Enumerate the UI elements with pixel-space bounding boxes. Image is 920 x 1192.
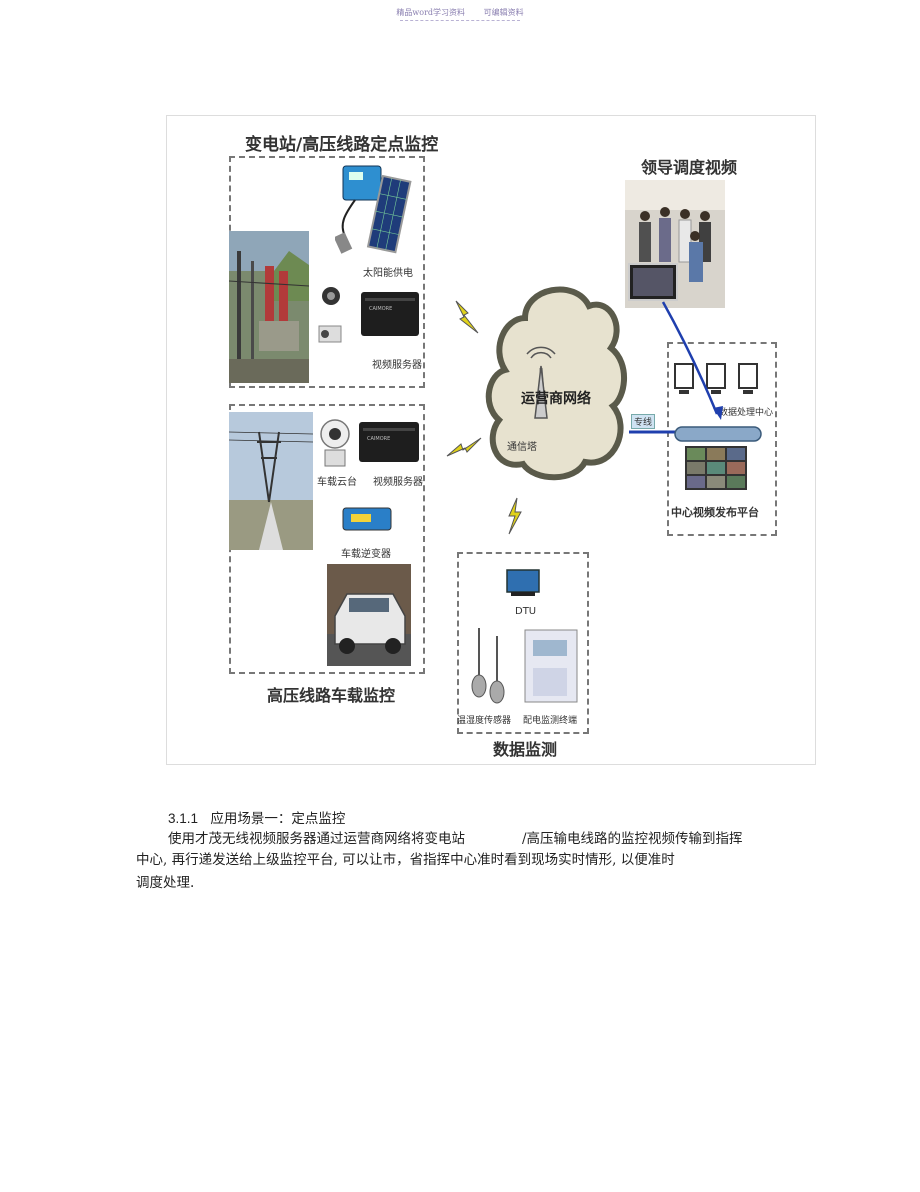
paragraph-line-2: 中心, 再行递发送给上级监控平台, 可以让市，省指挥中心准时看到现场实时情形, …: [136, 852, 675, 868]
paragraph-line-1b: /高压输电线路的监控视频传输到指挥: [522, 831, 743, 847]
humidity-sensor-label: 温湿度传感器: [457, 716, 512, 726]
video-server-device-2: CAIMORE: [359, 422, 419, 462]
dedicated-line-label: 专线: [631, 414, 656, 429]
wireless-link-icon-1: [455, 300, 479, 334]
video-server-label-2: 视频服务器: [373, 477, 423, 488]
vehicle-inverter-label: 车载逆变器: [341, 549, 391, 560]
svg-text:CAIMORE: CAIMORE: [369, 306, 392, 312]
header-divider: [400, 20, 520, 21]
section-number: 3.1.1: [168, 811, 199, 826]
video-server-label-1: 视频服务器: [372, 360, 422, 371]
header-left-text: 精品word学习资料: [396, 8, 466, 17]
distribution-meter-device: [524, 629, 578, 703]
data-center-label: 数据处理中心: [719, 408, 774, 418]
dtu-label: DTU: [515, 606, 537, 617]
network-diagram-figure: 变电站/高压线路定点监控 太阳能供电: [166, 115, 816, 765]
vehicle-photo: [327, 564, 411, 666]
data-monitor-title: 数据监测: [493, 740, 558, 759]
paragraph-line-1a: 使用才茂无线视频服务器通过运营商网络将变电站: [168, 831, 465, 847]
distribution-meter-label: 配电监测终端: [523, 716, 578, 726]
data-center-box: [667, 342, 777, 536]
video-wall-display: [685, 446, 747, 490]
page-header: 精品word学习资料 可编辑资料: [0, 7, 920, 18]
leader-video-photo: [625, 180, 725, 308]
wireless-link-icon-2: [446, 437, 482, 457]
vehicle-ptz-label: 车载云台: [317, 477, 357, 488]
vehicle-ptz-camera: [320, 419, 350, 467]
cloud-label: 运营商网络: [521, 391, 591, 407]
network-links: [629, 301, 723, 434]
leader-video-title: 领导调度视频: [641, 158, 738, 177]
tower-label: 通信塔: [507, 442, 537, 453]
header-right-text: 可编辑资料: [483, 8, 524, 17]
power-line-photo: [229, 412, 313, 550]
video-server-device-1: CAIMORE: [361, 292, 419, 336]
solar-power-label: 太阳能供电: [363, 268, 413, 279]
camera-icons: [318, 287, 342, 343]
monitor-icons: [674, 363, 758, 394]
dtu-device: [506, 569, 540, 596]
video-platform-label: 中心视频发布平台: [671, 506, 759, 519]
wireless-link-icon-3: [508, 497, 522, 535]
substation-photo: [229, 231, 309, 383]
data-center-bus: [674, 426, 762, 442]
vehicle-inverter-device: [342, 507, 392, 531]
section-title: 应用场景一：定点监控: [210, 811, 346, 827]
section-heading: 3.1.1 应用场景一：定点监控: [168, 808, 345, 830]
substation-box-title: 变电站/高压线路定点监控: [245, 135, 439, 155]
svg-text:CAIMORE: CAIMORE: [367, 436, 390, 442]
humidity-sensor-device: [471, 628, 505, 704]
vehicle-box-title: 高压线路车载监控: [267, 686, 396, 705]
solar-panel-device: [335, 165, 412, 254]
data-monitor-box: [457, 552, 589, 734]
paragraph-line-3: 调度处理.: [136, 875, 195, 891]
carrier-network-cloud: [485, 286, 628, 481]
